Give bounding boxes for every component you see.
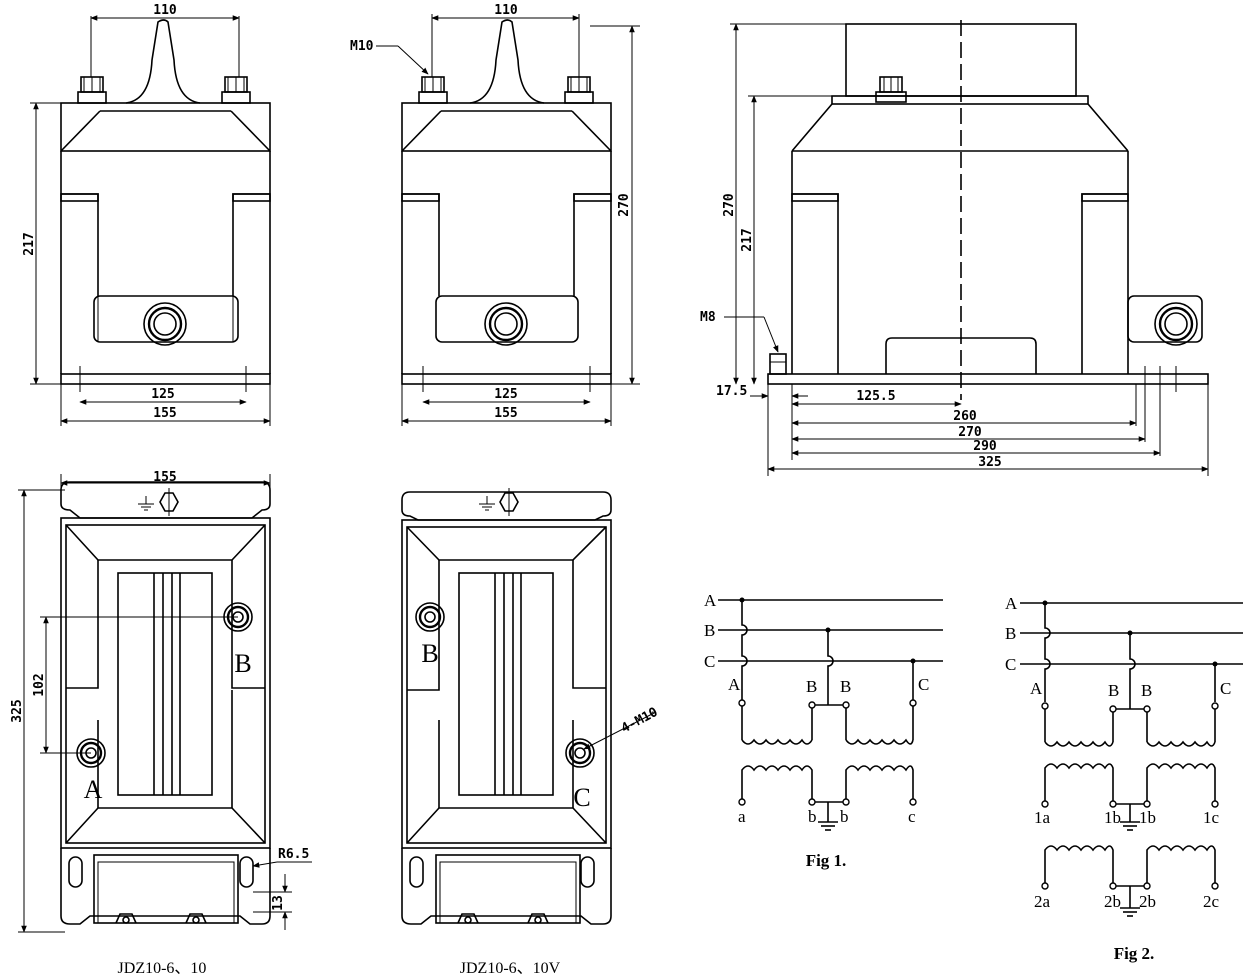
insulator-cone	[125, 19, 201, 104]
wiring-diagram-fig2: A B C A B B C 1a 1b 1b 1c	[1005, 594, 1243, 963]
dim-len-e: 325	[978, 455, 1001, 470]
fig2-caption: Fig 2.	[1114, 944, 1155, 963]
mounting-slot-left	[68, 856, 83, 888]
mounting-slot-right	[239, 856, 254, 888]
side-elevation-view: 110 M10 270 125 155	[350, 3, 640, 426]
svg-text:b: b	[808, 807, 817, 826]
dim-len-d: 290	[973, 439, 997, 454]
svg-text:1c: 1c	[1203, 808, 1220, 827]
terminal-label-b: B	[234, 649, 251, 678]
primary-coil-1	[741, 738, 813, 745]
secondary-box	[93, 295, 239, 343]
dim-len-b: 260	[953, 409, 977, 424]
dim-mid-width: 125	[151, 387, 174, 402]
svg-text:A: A	[728, 675, 741, 694]
dim-width: 155	[153, 470, 176, 485]
secondary-coil-1	[741, 765, 813, 800]
dim-height: 217	[22, 232, 37, 255]
dim-top-width: 110	[153, 3, 177, 18]
terminal-label-b: B	[421, 639, 438, 668]
bushing-hole	[484, 302, 528, 346]
terminal-b	[415, 602, 445, 632]
model-label-right: JDZ10-6、10V	[460, 960, 561, 977]
dim-length: 325	[10, 699, 25, 722]
terminal-bolt-right	[221, 76, 251, 104]
terminal-bolt-left	[77, 76, 107, 104]
terminal-bolt	[875, 76, 907, 103]
front-elevation-view: 110 217 125 155	[22, 3, 271, 426]
svg-text:C: C	[918, 675, 929, 694]
earth-bolt	[769, 353, 787, 375]
primary-coil-2	[845, 738, 914, 745]
thread-label: M8	[700, 310, 716, 325]
bushing-hole	[143, 302, 187, 346]
dim-spacing: 102	[32, 673, 47, 696]
dim-base-width: 155	[153, 406, 176, 421]
terminal-c	[565, 738, 595, 768]
svg-text:a: a	[738, 807, 746, 826]
dim-radius: R6.5	[278, 847, 309, 862]
terminal-label-c: C	[573, 783, 590, 812]
svg-text:155: 155	[494, 406, 517, 421]
dim-len-a: 125.5	[856, 389, 895, 404]
svg-text:2c: 2c	[1203, 892, 1220, 911]
svg-text:2a: 2a	[1034, 892, 1051, 911]
svg-text:B: B	[840, 677, 851, 696]
core-window	[117, 572, 213, 796]
svg-text:C: C	[1220, 679, 1231, 698]
earth-symbol	[479, 488, 519, 516]
svg-text:B: B	[1108, 681, 1119, 700]
phase-b-label: B	[1005, 624, 1016, 643]
phase-a-label: A	[1005, 594, 1018, 613]
phase-a-label: A	[704, 591, 717, 610]
mounting-base	[401, 373, 612, 385]
dim-height: 270	[617, 193, 632, 217]
model-label-left: JDZ10-6、10	[118, 960, 207, 977]
svg-text:1b: 1b	[1104, 808, 1121, 827]
top-view-model-10: B A 155 325 102 R6.5 13 JDZ10-6、10	[10, 470, 312, 977]
thread-label: M10	[350, 39, 374, 54]
fig1-caption: Fig 1.	[806, 851, 847, 870]
phase-b-label: B	[704, 621, 715, 640]
svg-text:b: b	[840, 807, 849, 826]
svg-text:A: A	[1030, 679, 1043, 698]
mounting-base	[60, 373, 271, 385]
svg-text:c: c	[908, 807, 916, 826]
dim-slot: 13	[271, 895, 286, 911]
terminal-label-a: A	[84, 775, 103, 804]
secondary-coil-2	[845, 765, 914, 800]
secondary-box-top	[93, 854, 239, 924]
dim-offset: 17.5	[716, 384, 747, 399]
thread-label: 4-M10	[619, 705, 661, 737]
svg-text:B: B	[1141, 681, 1152, 700]
top-flange	[60, 481, 271, 519]
dim-body-height: 217	[740, 228, 755, 251]
svg-text:B: B	[806, 677, 817, 696]
wiring-diagram-fig1: A B C A B B C a b b c Fig 1.	[704, 591, 943, 870]
terminal-bolt-left	[418, 76, 448, 104]
earth-symbol	[138, 488, 179, 516]
top-view-model-10v: B C 4-M10 JDZ10-6、10V	[401, 488, 661, 977]
dim-len-c: 270	[958, 425, 982, 440]
svg-text:2b: 2b	[1139, 892, 1156, 911]
dim-top-width: 110	[494, 3, 518, 18]
terminal-bolt-right	[564, 76, 594, 104]
dim-total-height: 270	[722, 193, 737, 217]
insulator-cone	[469, 19, 545, 104]
long-side-elevation-view: 270 217 M8 17.5 125.5 260 270 290 325	[700, 20, 1209, 476]
svg-text:1a: 1a	[1034, 808, 1051, 827]
mounting-base	[767, 373, 1209, 385]
svg-text:2b: 2b	[1104, 892, 1121, 911]
body-top	[60, 102, 271, 152]
phase-c-label: C	[704, 652, 715, 671]
dim-mid-width: 125	[494, 387, 517, 402]
phase-c-label: C	[1005, 655, 1016, 674]
svg-text:1b: 1b	[1139, 808, 1156, 827]
